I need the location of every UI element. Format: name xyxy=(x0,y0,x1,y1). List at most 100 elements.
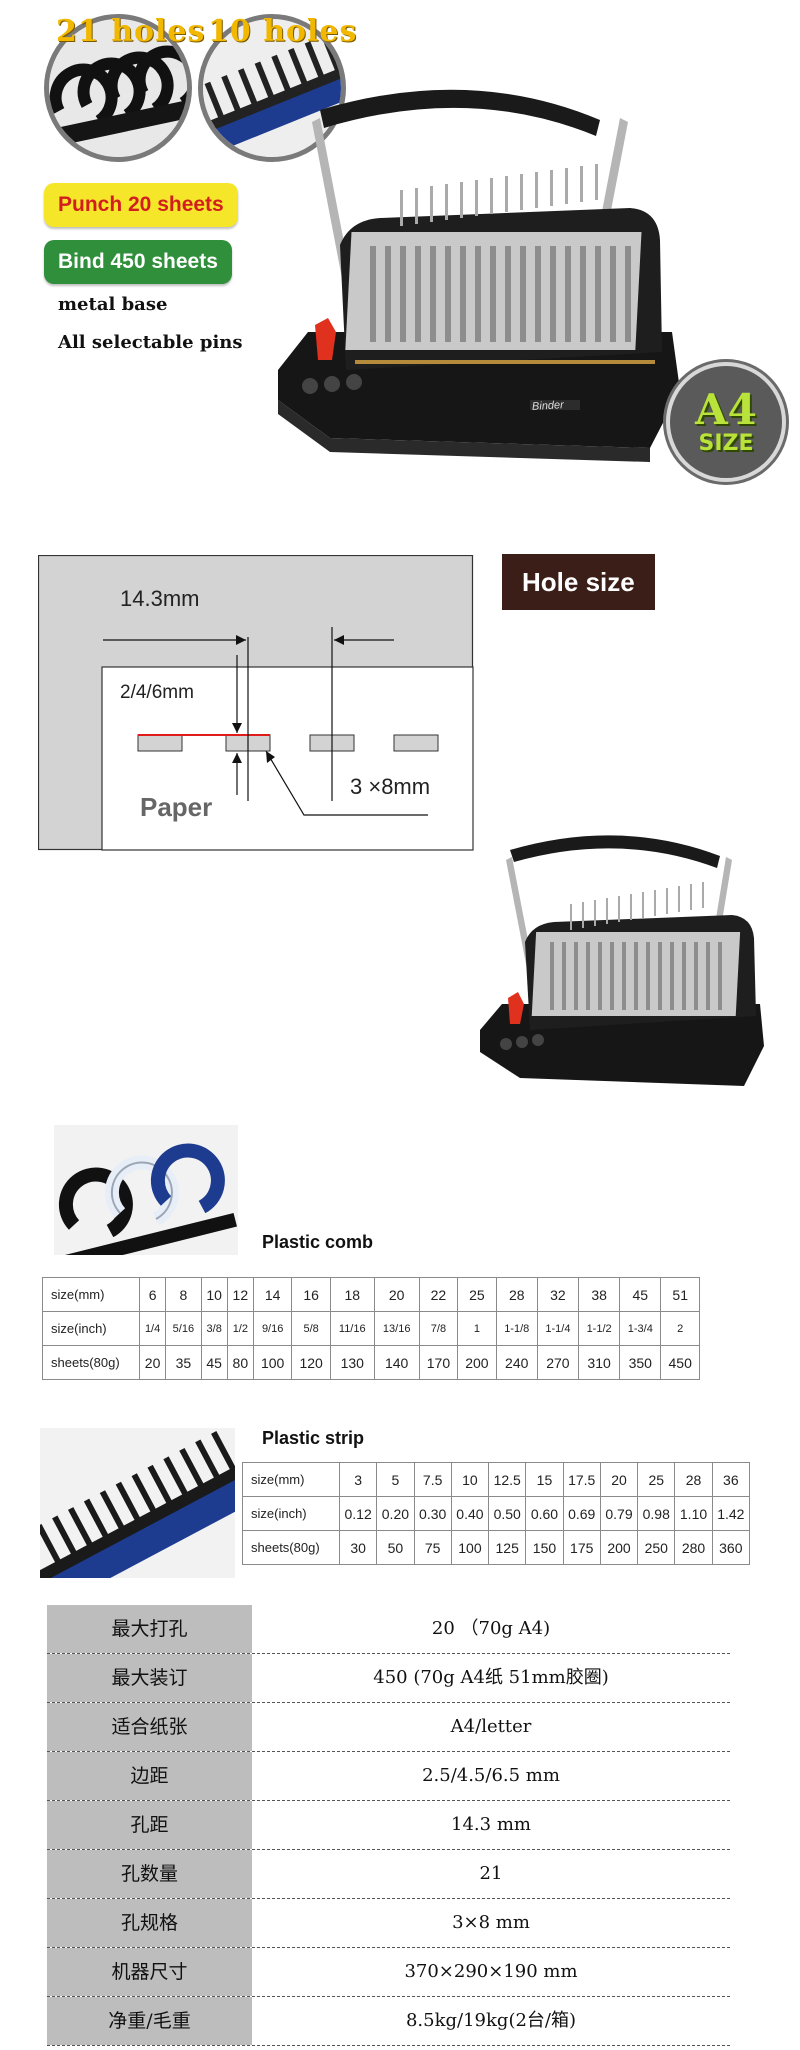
spec-cell: 20 xyxy=(599,1462,639,1497)
spec-cell: 280 xyxy=(674,1530,713,1565)
spec-cell: 120 xyxy=(291,1345,331,1380)
param-row: 净重/毛重 8.5kg/19kg(2台/箱) xyxy=(47,1997,730,2046)
spec-cell: 10 xyxy=(200,1277,228,1312)
spec-cell: 14 xyxy=(252,1277,293,1312)
feature-selectable-pins: All selectable pins xyxy=(58,332,243,353)
spec-cell: 11/16 xyxy=(329,1311,375,1346)
spec-cell: 0.20 xyxy=(376,1496,415,1531)
spec-cell: 45 xyxy=(619,1277,662,1312)
plastic-comb-image xyxy=(54,1125,238,1255)
pitch-label: 14.3mm xyxy=(120,586,200,611)
a4-size-badge: A4 SIZE xyxy=(666,362,786,482)
holes-21-label: 21 holes xyxy=(56,14,206,49)
spec-row-label: size(inch) xyxy=(42,1311,140,1346)
spec-cell: 0.40 xyxy=(450,1496,490,1531)
spec-cell: 1.10 xyxy=(674,1496,713,1531)
param-row: 最大打孔 20 （70g A4) xyxy=(47,1605,730,1654)
spec-cell: 1-3/4 xyxy=(619,1311,662,1346)
spec-cell: 1-1/8 xyxy=(495,1311,538,1346)
feature-metal-base: metal base xyxy=(58,294,168,315)
spec-cell: 5 xyxy=(376,1462,415,1497)
binding-machine-image xyxy=(278,89,680,462)
spec-cell: 15 xyxy=(525,1462,564,1497)
spec-cell: 3/8 xyxy=(200,1311,228,1346)
spec-cell: 25 xyxy=(457,1277,497,1312)
spec-cell: 51 xyxy=(660,1277,700,1312)
spec-cell: 38 xyxy=(578,1277,621,1312)
hole-dim-label: 3 ×8mm xyxy=(350,774,431,799)
spec-cell: 12 xyxy=(226,1277,254,1312)
spec-cell: 0.98 xyxy=(637,1496,676,1531)
param-value: 3×8 mm xyxy=(452,1912,530,1933)
spec-cell: 6 xyxy=(138,1277,167,1312)
param-value: 21 xyxy=(479,1863,503,1884)
spec-cell: 35 xyxy=(165,1345,202,1380)
spec-cell: 5/8 xyxy=(291,1311,331,1346)
spec-cell: 28 xyxy=(674,1462,713,1497)
plastic-strip-title: Plastic strip xyxy=(262,1428,365,1448)
spec-cell: 270 xyxy=(536,1345,580,1380)
spec-cell: 7.5 xyxy=(413,1462,452,1497)
spec-cell: 30 xyxy=(338,1530,378,1565)
param-key: 机器尺寸 xyxy=(47,1948,252,1996)
param-key: 孔规格 xyxy=(47,1899,252,1947)
size-label: SIZE xyxy=(698,431,754,456)
spec-cell: 0.30 xyxy=(413,1496,452,1531)
spec-cell: 7/8 xyxy=(418,1311,459,1346)
spec-cell: 450 xyxy=(660,1345,700,1380)
spec-cell: 32 xyxy=(536,1277,580,1312)
hole-size-section: 14.3mm 2/4/6mm 3 ×8mm Paper Hole size xyxy=(0,540,800,1100)
spec-cell: 0.12 xyxy=(338,1496,378,1531)
spec-row-label: size(mm) xyxy=(42,1277,140,1312)
margin-label: 2/4/6mm xyxy=(120,682,194,703)
spec-cell: 0.60 xyxy=(525,1496,564,1531)
param-value: 370×290×190 mm xyxy=(404,1961,578,1982)
param-value: 8.5kg/19kg(2台/箱) xyxy=(405,2010,576,2031)
spec-cell: 100 xyxy=(450,1530,490,1565)
hero-section: 21 holes 10 holes Punch 20 sheets Bind 4… xyxy=(0,0,800,490)
param-value: 14.3 mm xyxy=(451,1814,531,1835)
spec-cell: 13/16 xyxy=(373,1311,420,1346)
spec-cell: 36 xyxy=(711,1462,751,1497)
param-row: 最大装订 450 (70g A4纸 51mm胶圈) xyxy=(47,1654,730,1703)
spec-cell: 10 xyxy=(450,1462,490,1497)
param-key: 最大装订 xyxy=(47,1654,252,1702)
param-value: 450 (70g A4纸 51mm胶圈) xyxy=(373,1667,609,1688)
punch-badge: Punch 20 sheets xyxy=(44,183,238,227)
spec-cell: 1 xyxy=(457,1311,497,1346)
spec-cell: 45 xyxy=(200,1345,228,1380)
hole-size-diagram xyxy=(38,555,474,851)
spec-cell: 130 xyxy=(329,1345,375,1380)
param-value: A4/letter xyxy=(450,1716,532,1737)
param-key: 适合纸张 xyxy=(47,1703,252,1751)
spec-cell: 200 xyxy=(599,1530,639,1565)
param-key: 最大打孔 xyxy=(47,1605,252,1653)
spec-cell: 50 xyxy=(376,1530,415,1565)
spec-cell: 9/16 xyxy=(252,1311,293,1346)
spec-cell: 310 xyxy=(578,1345,621,1380)
param-row: 适合纸张 A4/letter xyxy=(47,1703,730,1752)
spec-cell: 16 xyxy=(291,1277,331,1312)
spec-cell: 1-1/4 xyxy=(536,1311,580,1346)
hole-size-title: Hole size xyxy=(502,554,655,610)
spec-cell: 250 xyxy=(637,1530,676,1565)
spec-cell: 5/16 xyxy=(165,1311,202,1346)
spec-cell: 22 xyxy=(418,1277,459,1312)
param-key: 净重/毛重 xyxy=(47,1997,252,2045)
param-value: 20 （70g A4) xyxy=(431,1618,551,1639)
strip-thumbnail xyxy=(198,14,346,162)
spec-cell: 75 xyxy=(413,1530,452,1565)
comb-thumbnail xyxy=(44,14,192,162)
spec-cell: 8 xyxy=(165,1277,202,1312)
spec-cell: 28 xyxy=(495,1277,538,1312)
spec-cell: 25 xyxy=(637,1462,676,1497)
a4-label: A4 xyxy=(695,385,757,434)
spec-cell: 0.69 xyxy=(562,1496,601,1531)
